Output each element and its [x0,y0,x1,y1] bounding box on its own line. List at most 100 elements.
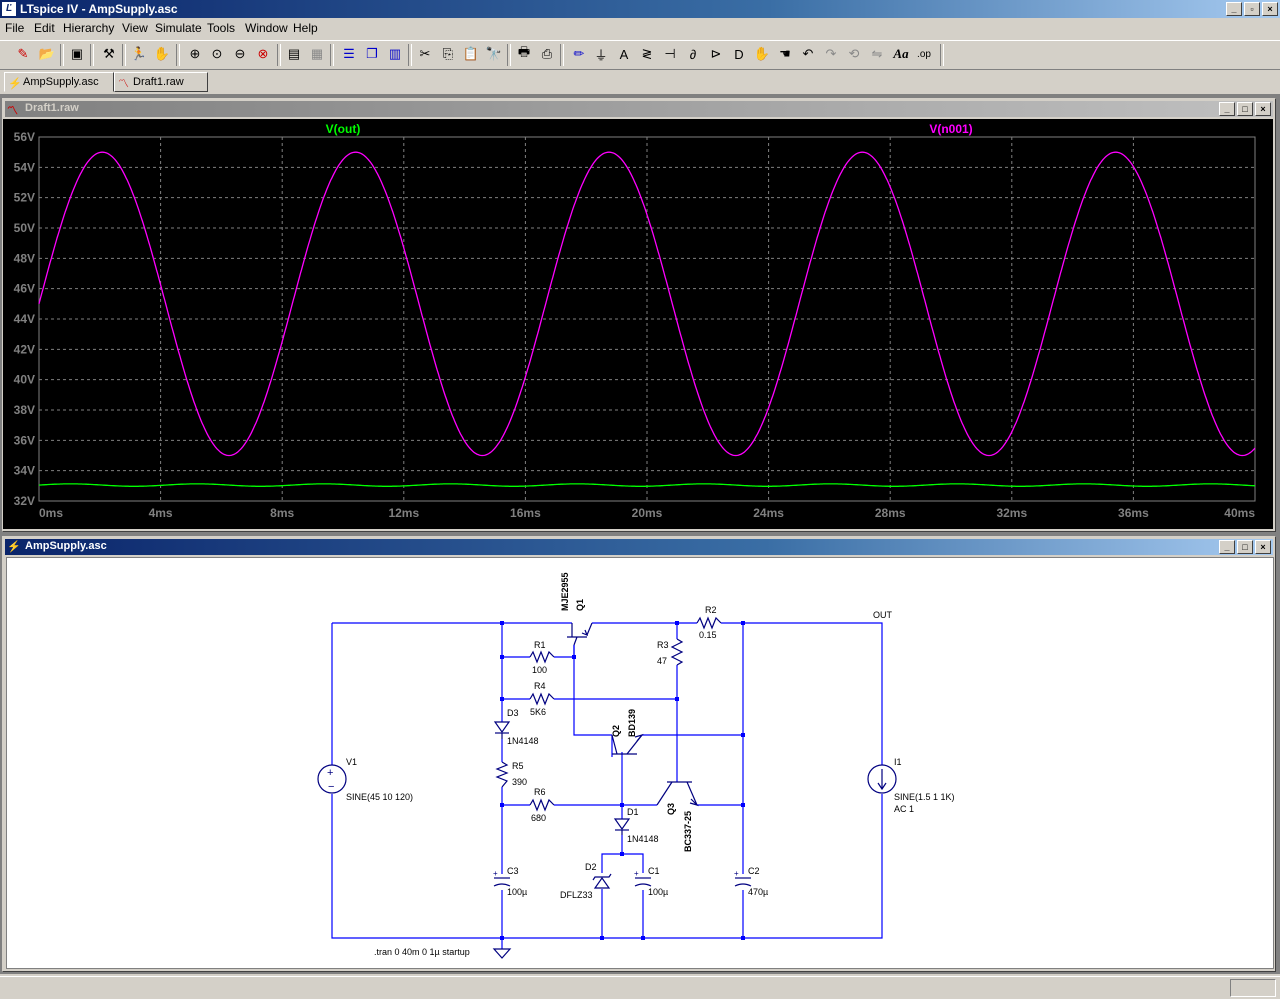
i1-current-source [867,764,897,794]
cut-icon[interactable]: ✂ [419,46,431,61]
inductor-icon[interactable]: ∂ [689,46,697,62]
junction-dot [500,697,504,701]
ground-icon[interactable]: ⏚ [594,47,608,63]
maximize-button[interactable]: ▫ [1244,2,1260,16]
schem-maximize-button[interactable]: □ [1237,540,1253,554]
control-panel-icon[interactable]: ⚒ [103,46,115,61]
close-button[interactable]: × [1262,2,1278,16]
zoom-in-icon[interactable]: ⊕ [189,46,201,61]
q1-model-label: MJE2955 [560,572,570,611]
junction-dot [741,733,745,737]
y-tick-label: 56V [14,130,35,144]
mirror-icon[interactable]: ⇋ [871,46,883,61]
series-line-0 [38,483,1256,487]
zoom-out-icon[interactable]: ⊖ [234,46,246,61]
halt-icon[interactable]: ✋ [153,46,171,61]
junction-dot [620,803,624,807]
r3-value-label: 47 [657,656,667,666]
x-tick-label: 32ms [996,506,1027,520]
find-icon[interactable]: 🔭 [485,46,503,61]
schematic-window-title: AmpSupply.asc [25,540,107,552]
minimize-button[interactable]: _ [1226,2,1242,16]
tile-vertical-icon[interactable]: ▥ [388,46,402,61]
y-tick-label: 50V [14,221,35,235]
zoom-fit-icon[interactable]: ⊗ [257,46,269,61]
app-title-bar: Ľ LTspice IV - AmpSupply.asc _ ▫ × [0,0,1280,18]
r6-value-label: 680 [531,813,546,823]
y-tick-label: 38V [14,403,35,417]
diode-icon[interactable]: ⊳ [710,46,722,61]
i1-value-label: SINE(1.5 1 1K) [894,792,955,802]
status-bar [0,976,1280,999]
fft-icon[interactable]: ▦ [310,46,324,61]
schematic-window: ⚡ AmpSupply.asc _ □ × [2,536,1276,972]
q3-name-label: Q3 [666,803,676,815]
q1-transistor [567,622,593,646]
rotate-icon[interactable]: ⟲ [848,46,860,61]
undo-icon[interactable]: ↶ [802,46,814,61]
tab-draft1[interactable]: 〽 Draft1.raw [114,72,208,92]
schematic-icon: ⚡ [8,78,22,90]
schematic-canvas[interactable]: + + + +− MJE2955 Q1 R2 0 [6,557,1274,969]
tab-label: AmpSupply.asc [23,76,99,88]
print-setup-icon[interactable]: 🖶 [517,44,531,59]
waveform-window-titlebar[interactable]: 〽 Draft1.raw _ □ × [5,101,1273,117]
junction-dot [741,621,745,625]
r2-value-label: 0.15 [699,630,717,640]
junction-dot [500,621,504,625]
toolbar: ✎ 📂 ▣ ⚒ 🏃 ✋ ⊕ ⊙ ⊖ ⊗ ▤ ▦ ☰ ❐ ▥ ✂ ⎘ 📋 🔭 🖶 … [0,40,1280,70]
draw-wire-icon[interactable]: ✏ [573,46,585,61]
menu-hierarchy[interactable]: Hierarchy [63,21,115,35]
plot-minimize-button[interactable]: _ [1219,102,1235,116]
new-schematic-icon[interactable]: ✎ [17,46,29,61]
menu-view[interactable]: View [122,21,148,35]
paste-icon[interactable]: 📋 [462,46,480,61]
svg-text:+: + [734,869,739,878]
component-icon[interactable]: D [734,46,744,62]
r6-name-label: R6 [534,787,546,797]
junction-dot [600,936,604,940]
c2-value-label: 470µ [748,887,768,897]
label-net-icon[interactable]: A [619,46,629,62]
menu-simulate[interactable]: Simulate [155,21,202,35]
r3-resistor [670,638,684,666]
autorange-icon[interactable]: ▤ [287,46,301,61]
move-icon[interactable]: ✋ [753,46,771,61]
schem-close-button[interactable]: × [1255,540,1271,554]
print-icon[interactable]: ⎙ [541,46,553,61]
r6-resistor [529,798,555,812]
menu-tools[interactable]: Tools [207,21,236,35]
capacitor-icon[interactable]: ⊣ [664,46,676,61]
copy-icon[interactable]: ⎘ [442,46,454,61]
menu-window[interactable]: Window [245,21,288,35]
pan-icon[interactable]: ⊙ [211,46,223,61]
run-icon[interactable]: 🏃 [130,46,148,61]
text-icon[interactable]: Aa [893,46,909,61]
open-icon[interactable]: 📂 [38,46,56,61]
resistor-icon[interactable]: ≷ [641,46,653,61]
d1-model-label: 1N4148 [627,834,659,844]
schematic-icon: ⚡ [7,541,21,553]
d2-zener [592,873,612,889]
schem-minimize-button[interactable]: _ [1219,540,1235,554]
menu-file[interactable]: File [5,21,25,35]
menu-help[interactable]: Help [293,21,318,35]
redo-icon[interactable]: ↷ [825,46,837,61]
schematic-window-titlebar[interactable]: ⚡ AmpSupply.asc _ □ × [5,539,1273,555]
tile-horizontal-icon[interactable]: ☰ [343,46,355,61]
cascade-icon[interactable]: ❐ [366,46,378,61]
c3-capacitor: + [493,869,511,887]
spice-directive-icon[interactable]: .op [917,48,931,60]
tab-ampsupply[interactable]: ⚡ AmpSupply.asc [4,72,114,92]
plot-maximize-button[interactable]: □ [1237,102,1253,116]
y-tick-label: 48V [14,251,35,265]
drag-icon[interactable]: ☚ [779,46,791,61]
r1-name-label: R1 [534,640,546,650]
x-tick-label: 20ms [632,506,663,520]
menu-edit[interactable]: Edit [34,21,55,35]
y-tick-label: 32V [14,494,35,508]
save-icon[interactable]: ▣ [70,46,84,61]
plot-close-button[interactable]: × [1255,102,1271,116]
